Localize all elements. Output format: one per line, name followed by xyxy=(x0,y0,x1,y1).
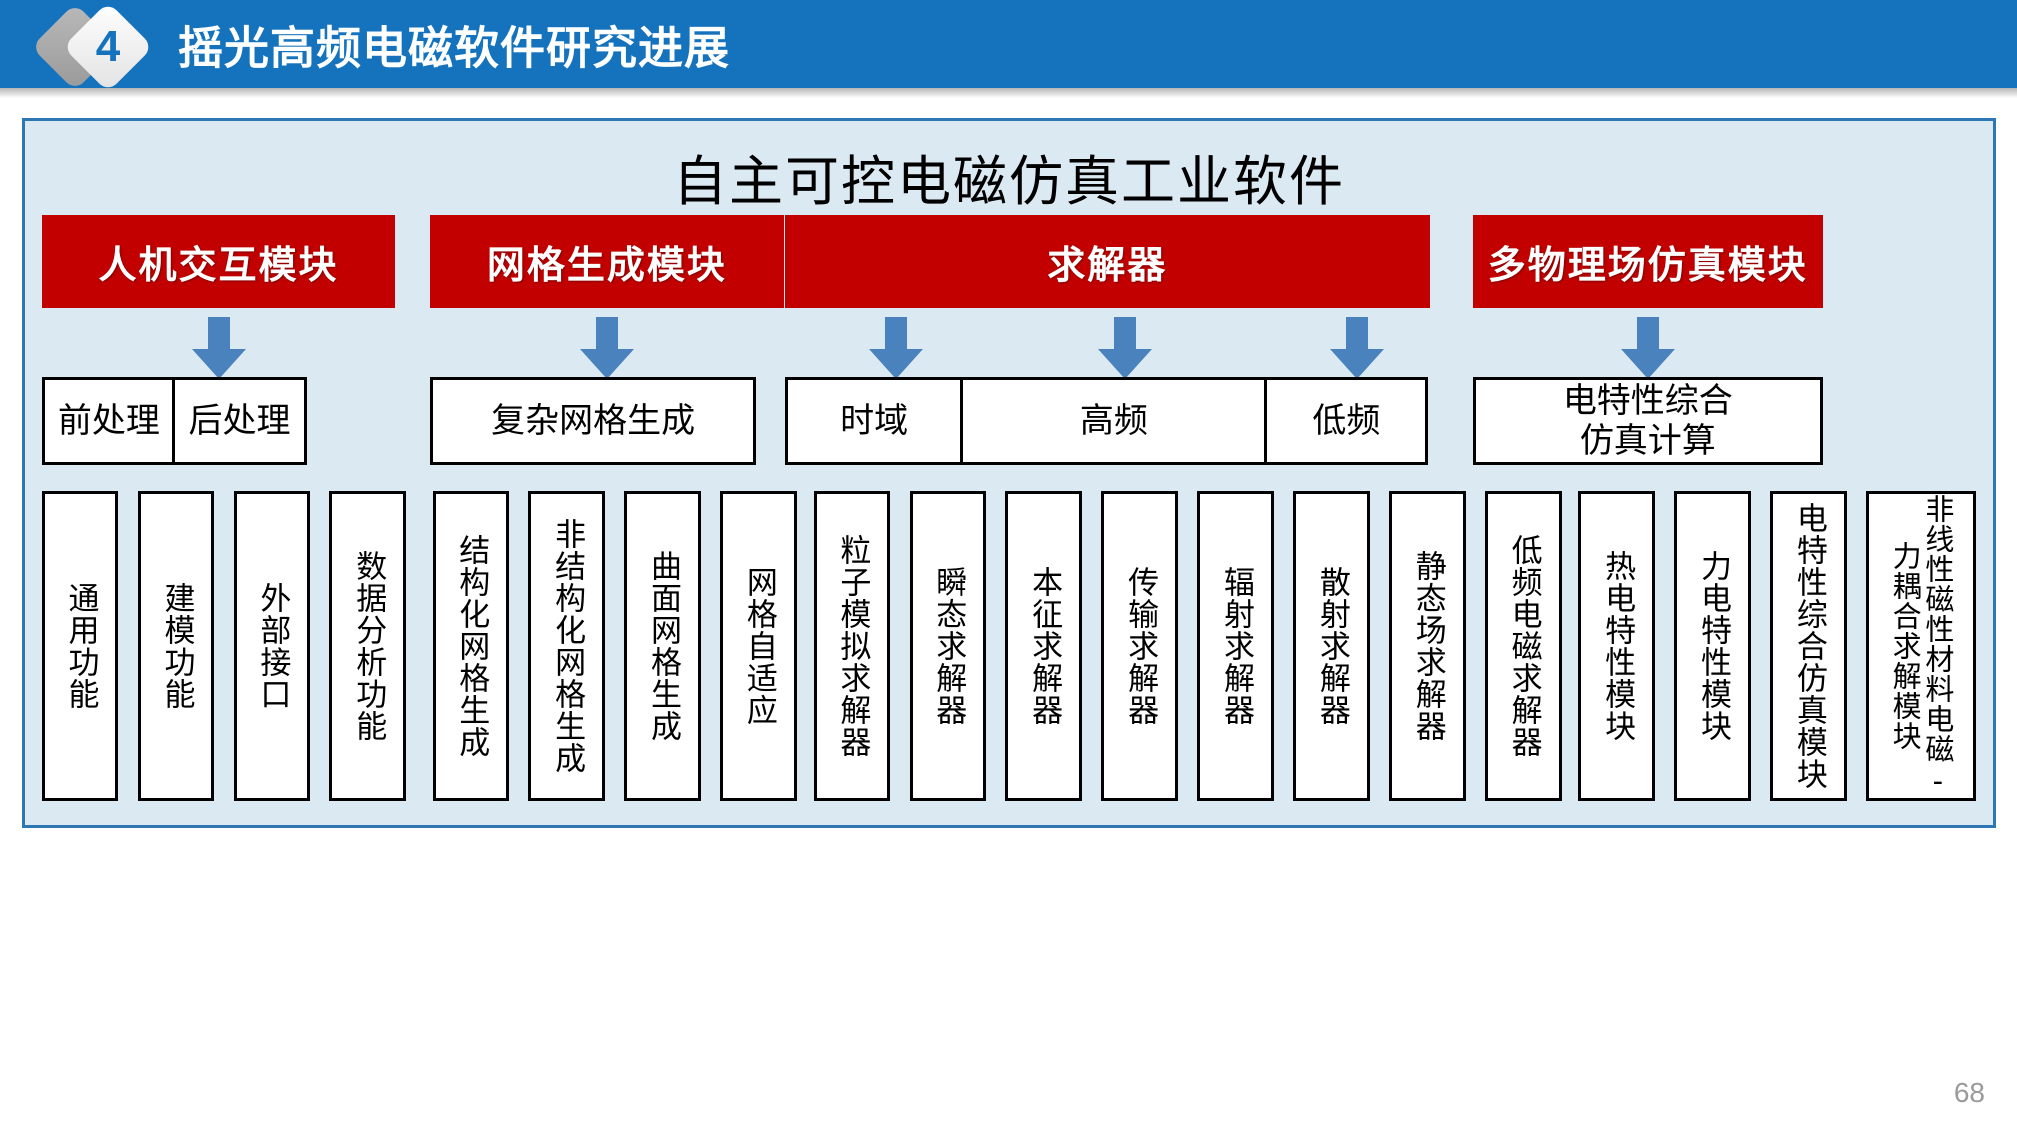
midbox-complex-mesh[interactable]: 复杂网格生成 xyxy=(430,377,757,465)
section-badge: 4 xyxy=(31,1,168,93)
leaf-box-eigenmode-solver[interactable]: 本征求解器 xyxy=(1005,491,1083,801)
midbox-time-domain[interactable]: 时域 xyxy=(784,377,964,465)
module-header-mesh[interactable]: 网格生成模块 xyxy=(430,215,784,308)
leaf-label: 静态场求解器 xyxy=(1409,550,1446,742)
midbox-high-frequency[interactable]: 高频 xyxy=(959,377,1268,465)
leaf-box-particle-simulation-solver[interactable]: 粒子模拟求解器 xyxy=(813,491,891,801)
leaf-box-scattering-solver[interactable]: 散射求解器 xyxy=(1293,491,1370,801)
midbox-preprocess[interactable]: 前处理 xyxy=(41,377,176,465)
leaf-box-radiation-solver[interactable]: 辐射求解器 xyxy=(1197,491,1274,801)
leaf-label: 通用功能 xyxy=(62,582,99,710)
slide-header: 4 摇光高频电磁软件研究进展 xyxy=(0,0,2017,93)
leaf-box-mechanical-electrical-module[interactable]: 力电特性模块 xyxy=(1674,491,1751,801)
leaf-label: 瞬态求解器 xyxy=(930,566,967,726)
leaf-box-low-frequency-em-solver[interactable]: 低频电磁求解器 xyxy=(1484,491,1562,801)
leaf-label: 建模功能 xyxy=(158,582,195,710)
leaf-box-transient-solver[interactable]: 瞬态求解器 xyxy=(909,491,987,801)
header-shadow xyxy=(0,88,2017,98)
leaf-label: 传输求解器 xyxy=(1122,566,1159,726)
leaf-label: 力电特性模块 xyxy=(1694,550,1731,742)
leaf-label: 曲面网格生成 xyxy=(645,550,682,742)
leaf-box-data-analysis-function[interactable]: 数据分析功能 xyxy=(329,491,407,801)
leaf-label-line-2: 力耦合求解模块 xyxy=(1888,541,1923,751)
leaf-box-nonlinear-magnetic-material-em-force-coupling-solver-module[interactable]: 非线性磁性材料电磁- 力耦合求解模块 xyxy=(1865,491,1977,801)
leaf-box-general-function[interactable]: 通用功能 xyxy=(41,491,119,801)
leaf-box-modeling-function[interactable]: 建模功能 xyxy=(137,491,215,801)
leaf-label: 低频电磁求解器 xyxy=(1505,534,1542,758)
leaf-box-electrical-comprehensive-simulation-module[interactable]: 电特性综合仿真模块 xyxy=(1770,491,1847,801)
arrow-hci-icon xyxy=(192,317,247,379)
leaf-box-transmission-solver[interactable]: 传输求解器 xyxy=(1101,491,1178,801)
page-title: 摇光高频电磁软件研究进展 xyxy=(178,22,731,74)
leaf-label: 外部接口 xyxy=(254,582,291,710)
leaf-label: 网格自适应 xyxy=(740,566,777,726)
leaf-box-external-interface[interactable]: 外部接口 xyxy=(233,491,311,801)
panel-title: 自主可控电磁仿真工业软件 xyxy=(673,150,1345,213)
leaf-box-surface-mesh-generation[interactable]: 曲面网格生成 xyxy=(624,491,701,801)
leaf-label: 结构化网格生成 xyxy=(453,534,490,758)
leaf-label: 数据分析功能 xyxy=(350,550,387,742)
arrow-solver-time-icon xyxy=(869,317,924,379)
leaf-box-unstructured-mesh-generation[interactable]: 非结构化网格生成 xyxy=(528,491,606,801)
leaf-label: 粒子模拟求解器 xyxy=(834,534,871,758)
architecture-panel: 自主可控电磁仿真工业软件 人机交互模块 网格生成模块 求解器 多物理场仿真模块 … xyxy=(22,118,1996,828)
leaf-label: 非结构化网格生成 xyxy=(549,518,586,774)
leaf-box-thermal-electrical-module[interactable]: 热电特性模块 xyxy=(1578,491,1655,801)
arrow-mesh-icon xyxy=(580,317,635,379)
leaf-label: 本征求解器 xyxy=(1026,566,1063,726)
leaf-box-structured-mesh-generation[interactable]: 结构化网格生成 xyxy=(432,491,510,801)
midbox-electrical-comprehensive-simulation[interactable]: 电特性综合 仿真计算 xyxy=(1472,377,1823,465)
leaf-label: 辐射求解器 xyxy=(1217,566,1254,726)
midbox-postprocess[interactable]: 后处理 xyxy=(172,377,307,465)
leaf-box-static-field-solver[interactable]: 静态场求解器 xyxy=(1388,491,1466,801)
midbox-line-1: 电特性综合 xyxy=(1562,380,1733,421)
leaf-label-line-1: 非线性磁性材料电磁- xyxy=(1920,493,1955,799)
midbox-low-frequency[interactable]: 低频 xyxy=(1264,377,1429,465)
page-number: 68 xyxy=(1953,1077,1985,1108)
badge-number: 4 xyxy=(95,22,121,71)
leaf-box-mesh-adaptation[interactable]: 网格自适应 xyxy=(720,491,797,801)
arrow-solver-lowfreq-icon xyxy=(1329,317,1384,379)
arrow-solver-highfreq-icon xyxy=(1098,317,1153,379)
module-header-hci[interactable]: 人机交互模块 xyxy=(41,215,396,308)
leaf-label: 散射求解器 xyxy=(1313,566,1350,726)
module-header-solver[interactable]: 求解器 xyxy=(784,215,1430,308)
module-header-multiphysics[interactable]: 多物理场仿真模块 xyxy=(1472,215,1823,308)
leaf-label: 热电特性模块 xyxy=(1599,550,1636,742)
arrow-multiphysics-icon xyxy=(1620,317,1675,379)
leaf-label: 电特性综合仿真模块 xyxy=(1790,502,1827,790)
midbox-line-2: 仿真计算 xyxy=(1579,421,1716,461)
